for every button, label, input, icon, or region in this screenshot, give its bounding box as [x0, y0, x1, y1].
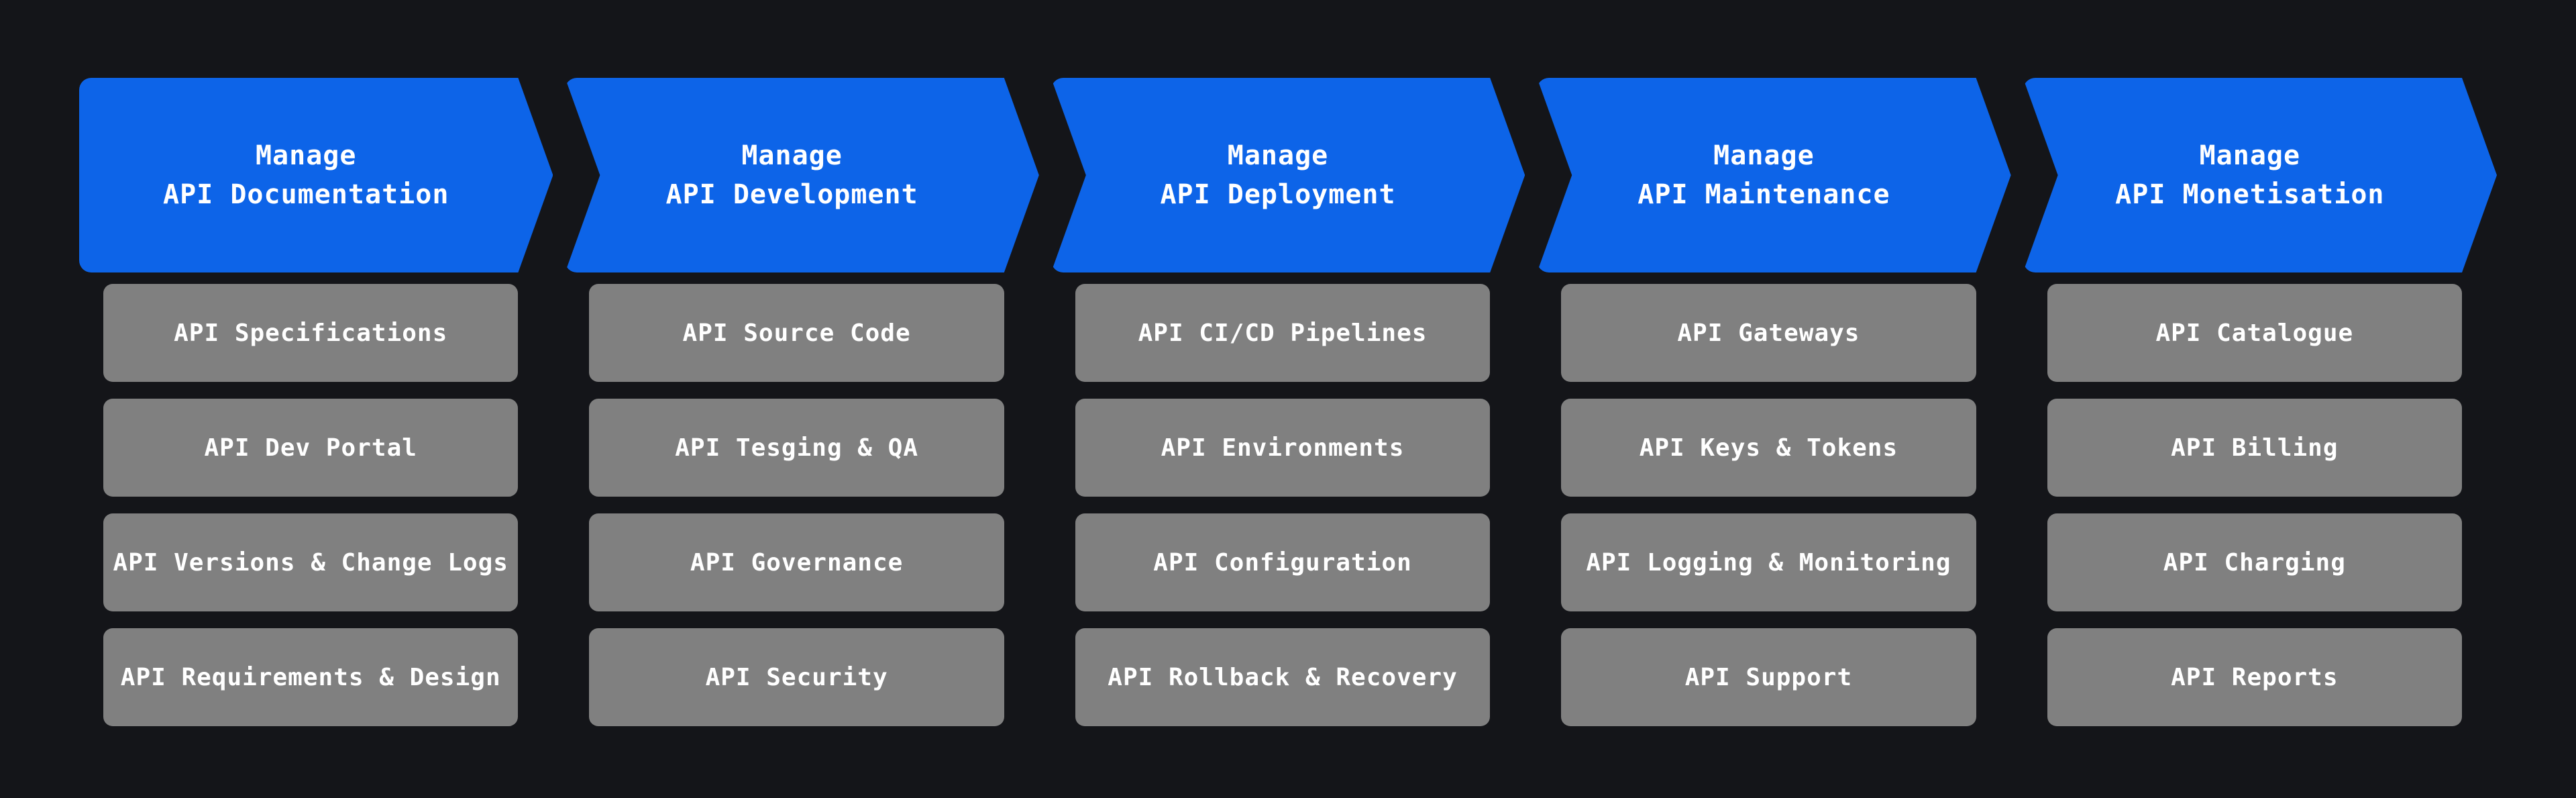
phase-item: API Rollback & Recovery	[1075, 628, 1491, 726]
phase-header-label: Manage API Monetisation	[2115, 140, 2385, 210]
phase-item: API Logging & Monitoring	[1561, 513, 1976, 611]
phase-item: API Keys & Tokens	[1561, 399, 1976, 497]
phase-item: API Gateways	[1561, 284, 1976, 382]
phase-item: API Tesging & QA	[589, 399, 1004, 497]
phase-item: API Governance	[589, 513, 1004, 611]
phase-item: API Security	[589, 628, 1004, 726]
phase-header-arrow-monetisation: Manage API Monetisation	[2023, 78, 2497, 272]
phase-item: API Dev Portal	[103, 399, 519, 497]
phase-header-label: Manage API Deployment	[1160, 140, 1396, 210]
phase-column-maintenance: Manage API Maintenance API Gateways API …	[1537, 78, 2010, 726]
phase-header-arrow-documentation: Manage API Documentation	[79, 78, 553, 272]
phase-item: API CI/CD Pipelines	[1075, 284, 1491, 382]
phase-header-label: Manage API Maintenance	[1638, 140, 1890, 210]
phase-item: API Reports	[2047, 628, 2463, 726]
phase-column-monetisation: Manage API Monetisation API Catalogue AP…	[2023, 78, 2497, 726]
phase-item: API Versions & Change Logs	[103, 513, 519, 611]
phase-items-monetisation: API Catalogue API Billing API Charging A…	[2023, 284, 2497, 726]
phase-header-arrow-deployment: Manage API Deployment	[1051, 78, 1525, 272]
phase-item: API Catalogue	[2047, 284, 2463, 382]
phase-column-deployment: Manage API Deployment API CI/CD Pipeline…	[1051, 78, 1525, 726]
phase-item: API Specifications	[103, 284, 519, 382]
phase-item: API Billing	[2047, 399, 2463, 497]
phase-header-label: Manage API Development	[665, 140, 918, 210]
phase-item: API Configuration	[1075, 513, 1491, 611]
phase-column-development: Manage API Development API Source Code A…	[565, 78, 1038, 726]
phase-header-label: Manage API Documentation	[163, 140, 449, 210]
phase-items-documentation: API Specifications API Dev Portal API Ve…	[79, 284, 553, 726]
phase-header-arrow-maintenance: Manage API Maintenance	[1537, 78, 2010, 272]
phase-item: API Charging	[2047, 513, 2463, 611]
phase-item: API Source Code	[589, 284, 1004, 382]
phase-items-maintenance: API Gateways API Keys & Tokens API Loggi…	[1537, 284, 2010, 726]
phase-item: API Requirements & Design	[103, 628, 519, 726]
phase-column-documentation: Manage API Documentation API Specificati…	[79, 78, 553, 726]
phase-header-arrow-development: Manage API Development	[565, 78, 1038, 272]
phase-items-development: API Source Code API Tesging & QA API Gov…	[565, 284, 1038, 726]
phase-item: API Support	[1561, 628, 1976, 726]
phase-items-deployment: API CI/CD Pipelines API Environments API…	[1051, 284, 1525, 726]
phase-item: API Environments	[1075, 399, 1491, 497]
phase-columns: Manage API Documentation API Specificati…	[79, 78, 2497, 726]
